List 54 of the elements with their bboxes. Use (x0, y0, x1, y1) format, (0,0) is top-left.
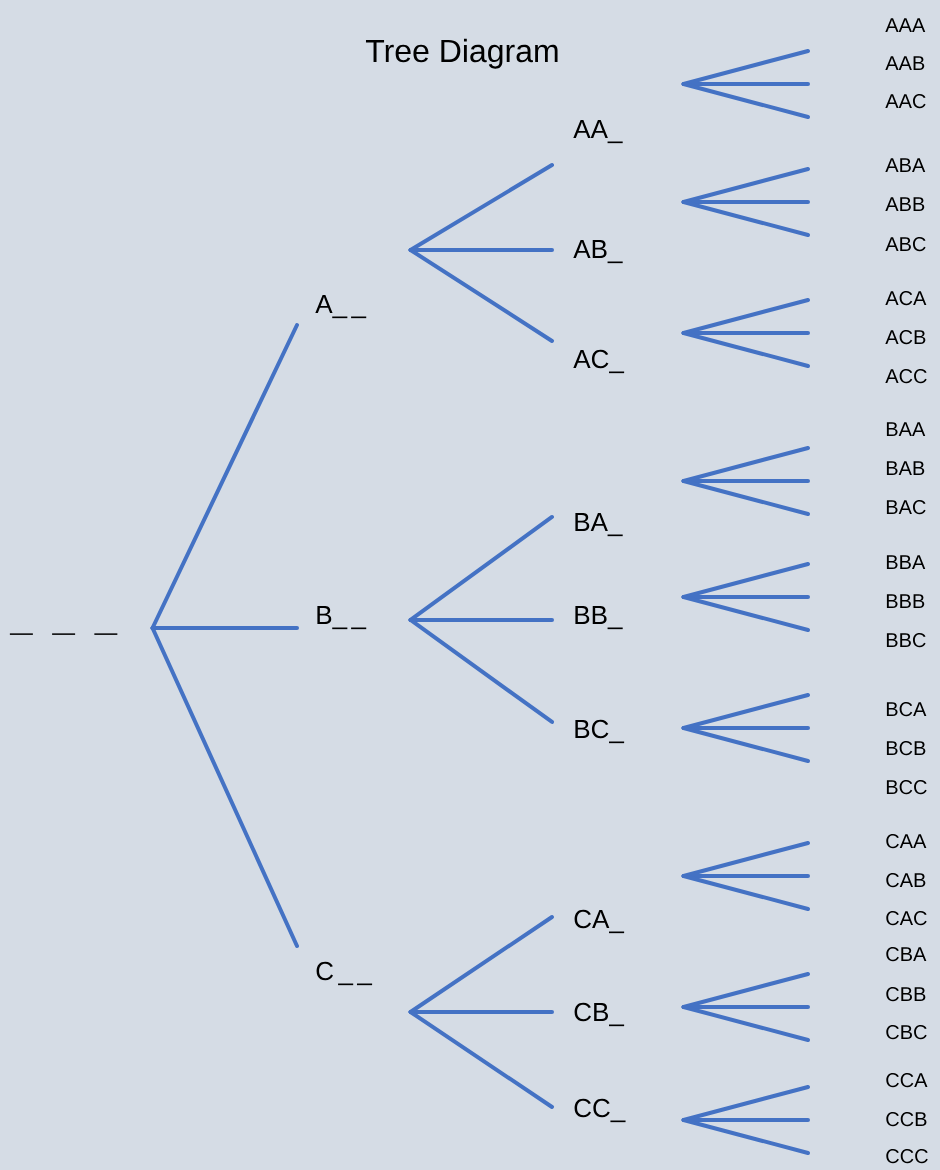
outcome-label: BAC (886, 500, 926, 515)
outcome-label: ABA (885, 158, 926, 172)
outcome-label: C _ _ (316, 961, 373, 986)
outcome-label: AAB (885, 56, 925, 70)
outcome-label: CCB (886, 1112, 927, 1127)
outcome-label: CBA (886, 947, 927, 962)
branch-line (681, 331, 810, 368)
branch-line (681, 1118, 810, 1155)
outcome-label: BBC (886, 633, 926, 648)
outcome-label: CBB (886, 987, 926, 1002)
branch-line (408, 1010, 554, 1109)
outcome-label: AC_ (573, 349, 625, 374)
outcome-label: ABB (885, 197, 925, 211)
branch-line (681, 200, 810, 237)
outcome-label: AA_ (573, 120, 623, 144)
branch-line (408, 618, 554, 724)
outcome-label: BAB (886, 461, 925, 475)
branch-line (681, 1005, 810, 1042)
outcome-label: BAA (886, 422, 926, 436)
title: Tree Diagram (366, 38, 558, 69)
outcome-label: ACC (885, 369, 927, 384)
outcome-label: BBA (886, 555, 926, 569)
outcome-label: CC_ (574, 1098, 626, 1123)
outcome-label: BBB (886, 594, 925, 608)
outcome-label: CAA (886, 834, 927, 849)
branch-line (681, 874, 810, 911)
outcome-label: AB_ (573, 240, 623, 264)
branch-line (681, 82, 810, 119)
root-label: _ _ _ (9, 633, 118, 635)
branch-line (681, 726, 810, 763)
branch-line (681, 479, 810, 516)
outcome-label: CA_ (574, 909, 625, 934)
branch-line (408, 248, 554, 343)
outcome-label: ABC (885, 237, 926, 252)
outcome-label: BCB (886, 741, 926, 756)
outcome-label: CBC (886, 1025, 927, 1040)
outcome-label: BCA (886, 702, 927, 717)
outcome-label: CCA (886, 1073, 928, 1088)
outcome-label: BC_ (575, 719, 625, 744)
outcome-label: CAB (886, 873, 926, 888)
branch-line (681, 595, 810, 632)
outcome-label: A_ _ (315, 295, 367, 319)
outcome-label: B_ _ (317, 606, 367, 630)
outcome-label: AAC (885, 94, 926, 109)
outcome-label: ACA (885, 291, 927, 306)
outcome-label: BCC (886, 780, 927, 795)
branch-line (150, 626, 299, 948)
outcome-label: CAC (886, 911, 927, 926)
outcome-label: ACB (885, 330, 926, 345)
outcome-label: AAA (885, 18, 926, 32)
outcome-label: BB_ (575, 606, 623, 630)
outcome-label: CCC (886, 1149, 928, 1164)
outcome-label: CB_ (574, 1002, 625, 1027)
outcome-label: BA_ (575, 513, 623, 537)
